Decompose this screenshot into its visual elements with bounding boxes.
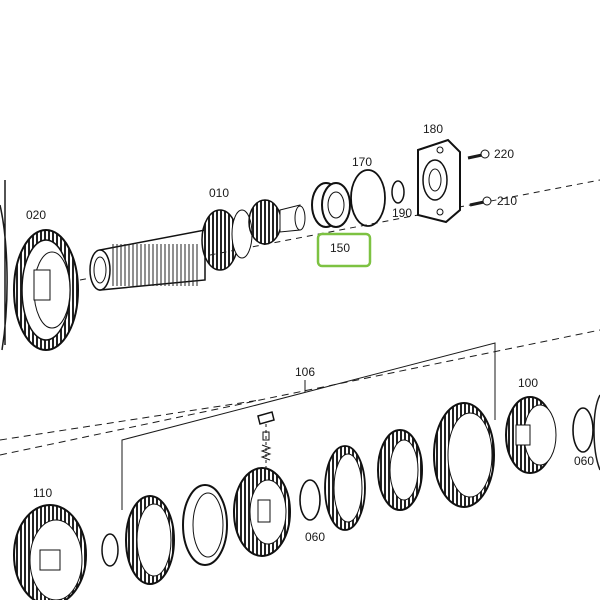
assembly-axis-upper <box>0 329 600 456</box>
callout-170: 170 <box>352 155 372 169</box>
snap-ring-060-lower <box>299 479 321 521</box>
snap-ring-lower-left <box>101 533 119 567</box>
callout-180: 180 <box>423 122 443 136</box>
callout-060-right: 060 <box>574 454 594 468</box>
bolt-210 <box>469 196 492 207</box>
assembly-axis-lower <box>0 399 261 441</box>
highlight-box-150[interactable] <box>316 232 372 268</box>
sync-ring-lower-far-left <box>125 495 175 585</box>
callout-106: 106 <box>295 365 315 379</box>
sync-hub <box>233 467 291 557</box>
edge-part-left <box>0 180 8 351</box>
cover-180 <box>417 138 461 224</box>
edge-part-right <box>593 394 600 471</box>
snap-ring-060-right <box>572 407 594 453</box>
callout-190: 190 <box>392 206 412 220</box>
gear-110 <box>13 504 87 600</box>
snap-ring-190 <box>391 180 405 204</box>
sync-ring-lower-left <box>182 484 228 566</box>
bracket-106 <box>121 342 496 510</box>
detent-spring-and-key <box>257 411 275 468</box>
callout-060-lower: 060 <box>305 530 325 544</box>
gear-020 <box>13 229 79 351</box>
bearing-150 <box>311 182 351 228</box>
callout-020: 020 <box>26 208 46 222</box>
callout-150: 150 <box>330 241 350 255</box>
callout-010: 010 <box>209 186 229 200</box>
shim-170 <box>350 169 386 227</box>
sync-ring-mid <box>377 429 423 511</box>
callout-210: 210 <box>497 194 517 208</box>
main-shaft-010 <box>89 199 306 291</box>
bolt-220 <box>467 149 490 160</box>
callout-110: 110 <box>33 486 52 500</box>
callout-220: 220 <box>494 147 514 161</box>
sync-cone <box>324 445 366 531</box>
gear-100 <box>505 396 557 474</box>
callout-100: 100 <box>518 376 538 390</box>
sync-ring-large <box>433 402 495 508</box>
